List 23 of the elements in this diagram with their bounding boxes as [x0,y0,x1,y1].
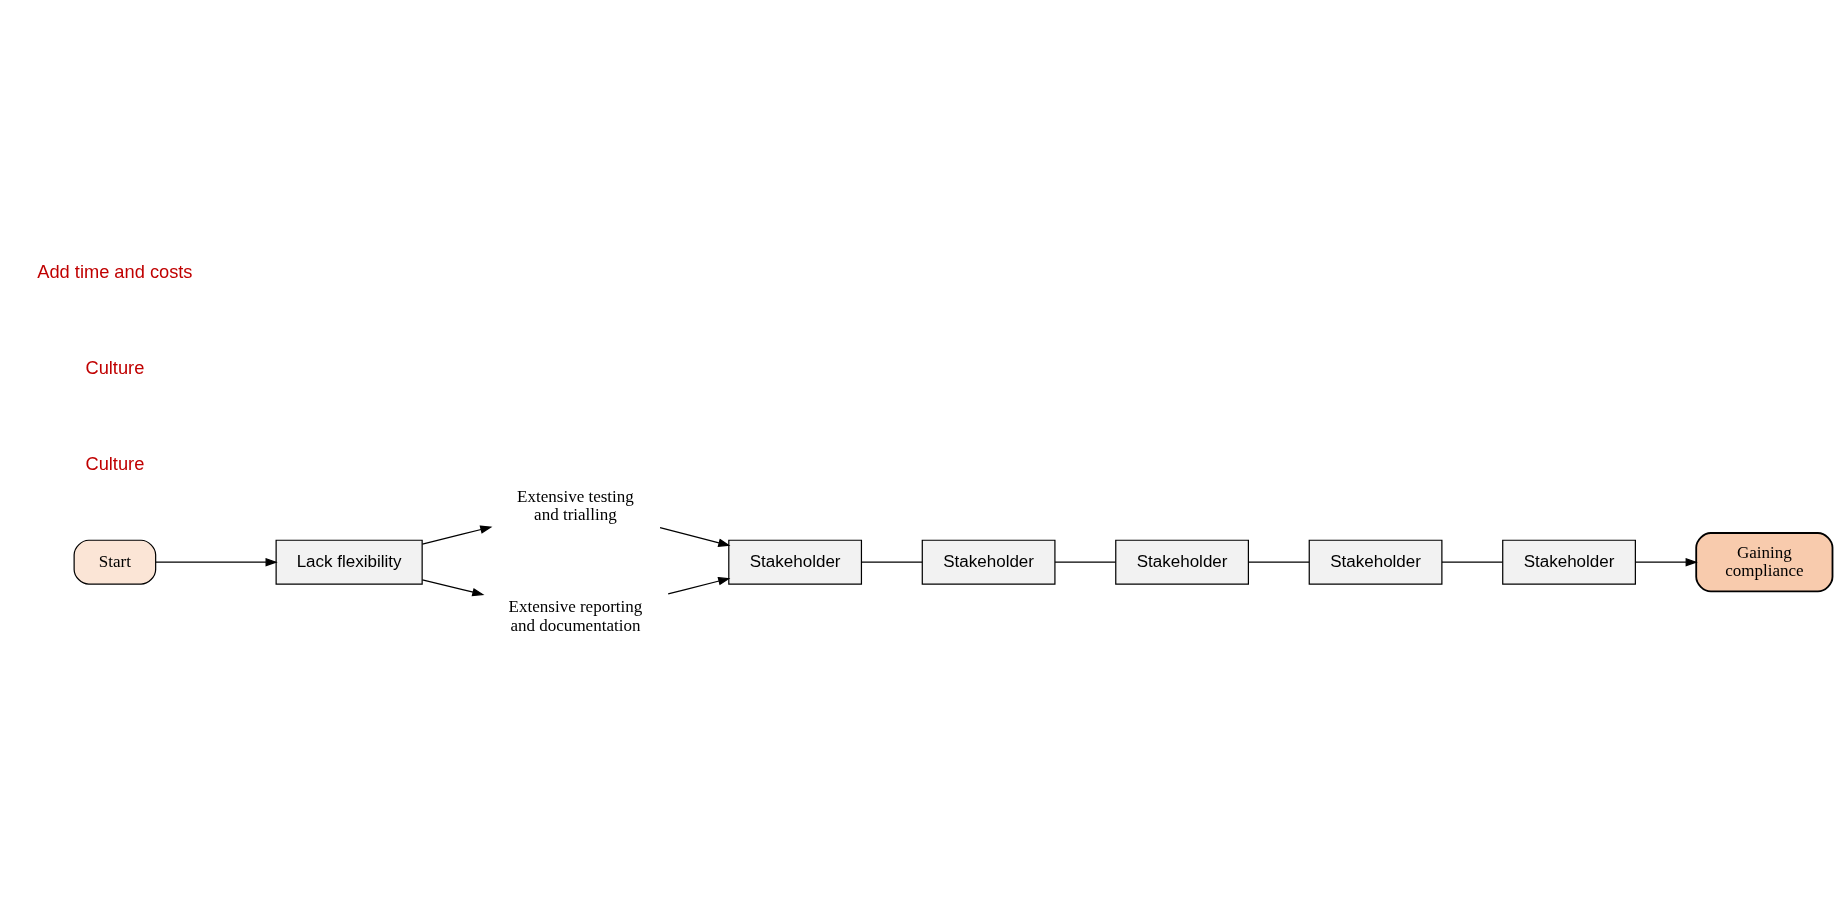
arrow [421,579,485,597]
label: Culture [85,357,145,379]
connector [1054,561,1117,563]
node-box: Stakeholder [1502,539,1636,585]
node-box: Stakeholder [728,539,863,585]
connector [1441,561,1504,563]
node-box: Start [73,539,157,585]
connector [860,561,923,563]
node-box: Stakeholder [921,539,1056,585]
node-box: Gaining compliance [1695,532,1834,593]
arrow [1634,557,1698,567]
connector [1247,561,1310,563]
node-box: Lack flexibility [275,539,423,585]
arrow [155,557,278,567]
node-box: Stakeholder [1115,539,1249,585]
node-text: Extensive reporting and documentation [508,597,643,635]
arrow [421,525,493,545]
label: Culture [85,453,145,475]
node-box: Stakeholder [1308,539,1443,585]
arrow [667,577,731,595]
arrow [659,527,731,547]
label: Add time and costs [37,261,193,283]
node-text: Extensive testing and trialling [517,486,634,524]
